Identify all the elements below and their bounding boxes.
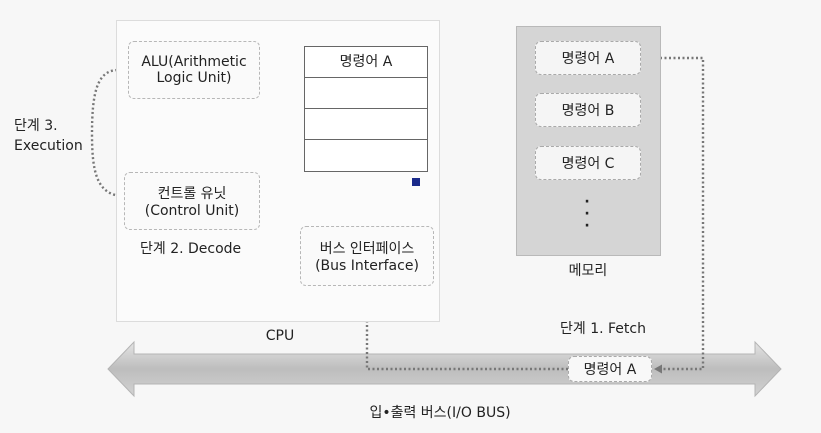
- control-unit-box: 컨트롤 유닛 (Control Unit): [124, 172, 260, 230]
- memory-item: 명령어 A: [535, 41, 641, 75]
- memory-ellipsis: · · ·: [584, 194, 590, 234]
- bus-interface-label-line1: 버스 인터페이스: [319, 241, 415, 257]
- cpu-label: CPU: [265, 328, 295, 344]
- bus-interface-label-line2: (Bus Interface): [315, 258, 419, 274]
- step3-label-line1: 단계 3.: [14, 118, 58, 134]
- memory-label: 메모리: [568, 263, 608, 279]
- register-row: [305, 140, 427, 171]
- step1-label: 단계 1. Fetch: [560, 321, 646, 337]
- memory-item: 명령어 C: [535, 146, 641, 180]
- step3-label: 단계 3. Execution: [14, 116, 94, 156]
- alu-label-line2: Logic Unit): [156, 70, 232, 86]
- bus-packet: 명령어 A: [568, 356, 652, 382]
- step2-label: 단계 2. Decode: [140, 241, 242, 257]
- fetch-path-line: [642, 56, 705, 371]
- instruction-register: 명령어 A: [304, 46, 428, 172]
- control-unit-label-line1: 컨트롤 유닛: [157, 186, 227, 202]
- io-bus-label: 입•출력 버스(I/O BUS): [369, 405, 511, 421]
- register-row: [305, 109, 427, 140]
- fetch-arrowhead: [654, 364, 662, 374]
- register-row: 명령어 A: [305, 47, 427, 78]
- step3-label-line2: Execution: [14, 138, 83, 154]
- control-unit-label-line2: (Control Unit): [144, 203, 240, 219]
- register-row: [305, 78, 427, 109]
- memory-item: 명령어 B: [535, 93, 641, 127]
- bus-interface-box: 버스 인터페이스 (Bus Interface): [300, 226, 434, 286]
- alu-label-line1: ALU(Arithmetic: [141, 54, 247, 70]
- register-marker: [412, 178, 420, 186]
- alu-box: ALU(Arithmetic Logic Unit): [128, 41, 260, 99]
